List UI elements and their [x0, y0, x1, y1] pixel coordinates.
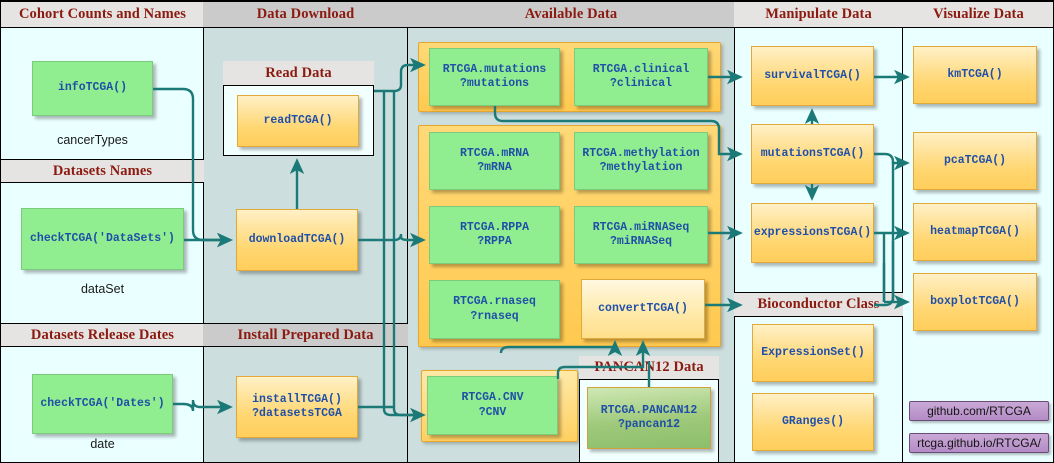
column-divider-1 — [203, 1, 204, 462]
node-checkTCGA-dates[interactable]: checkTCGA('Dates') — [32, 374, 173, 434]
node-label-secondary: ?clinical — [609, 77, 673, 90]
node-label: RTCGA.methylation — [582, 146, 700, 160]
node-label: readTCGA() — [263, 113, 333, 127]
column-header-cohort: Cohort Counts and Names — [1, 1, 204, 28]
subheader-datasets-release-dates: Datasets Release Dates — [1, 323, 204, 347]
column-header-download: Data Download — [203, 1, 408, 28]
column-header-visualize: Visualize Data — [902, 1, 1053, 28]
node-label-secondary: ?mRNA — [477, 161, 512, 174]
node-rtcga-PANCAN12[interactable]: RTCGA.PANCAN12 ?pancan12 — [587, 387, 711, 449]
node-readTCGA[interactable]: readTCGA() — [237, 95, 359, 147]
column-divider-4 — [902, 1, 903, 462]
node-label: RTCGA.miRNASeq — [592, 220, 690, 234]
subheader-pancan12-data: PANCAN12 Data — [579, 356, 719, 380]
node-label: RTCGA.PANCAN12 — [600, 403, 698, 417]
node-expressionsTCGA[interactable]: expressionsTCGA() — [751, 203, 874, 263]
node-rtcga-methylation[interactable]: RTCGA.methylation ?methylation — [574, 132, 708, 190]
column-divider-3 — [734, 1, 735, 462]
node-rtcga-rnaseq[interactable]: RTCGA.rnaseq ?rnaseq — [429, 280, 560, 339]
node-label-secondary: ?miRNASeq — [609, 235, 673, 248]
node-label: heatmapTCGA() — [930, 224, 1020, 238]
node-mutationsTCGA[interactable]: mutationsTCGA() — [751, 124, 874, 184]
node-label: RTCGA.mutations — [442, 62, 547, 76]
node-label-secondary: ?datasetsTCGA — [252, 407, 342, 420]
node-label: checkTCGA('DataSets') — [30, 231, 175, 245]
subheader-bioconductor-class: Bioconductor Class — [734, 292, 903, 317]
caption-dataSet: dataSet — [80, 282, 125, 296]
subheader-datasets-names: Datasets Names — [1, 159, 204, 183]
node-label: mutationsTCGA() — [760, 146, 865, 160]
node-label-secondary: ?CNV — [478, 405, 507, 419]
caption-date: date — [90, 437, 115, 451]
node-rtcga-miRNASeq[interactable]: RTCGA.miRNASeq ?miRNASeq — [574, 206, 708, 264]
node-boxplotTCGA[interactable]: boxplotTCGA() — [913, 273, 1037, 331]
column-divider-2 — [407, 1, 408, 462]
node-installTCGA[interactable]: installTCGA() ?datasetsTCGA — [236, 376, 358, 438]
node-label: installTCGA() — [252, 392, 342, 406]
node-checkTCGA-datasets[interactable]: checkTCGA('DataSets') — [21, 208, 184, 270]
node-label: RTCGA.mRNA — [459, 146, 529, 160]
node-ExpressionSet[interactable]: ExpressionSet() — [752, 324, 874, 382]
node-label: RTCGA.CNV — [461, 391, 524, 405]
node-label: downloadTCGA() — [248, 232, 346, 246]
node-GRanges[interactable]: GRanges() — [752, 393, 874, 451]
node-label: pcaTCGA() — [943, 153, 1007, 167]
node-label-secondary: ?rnaseq — [470, 309, 519, 323]
node-label: RTCGA.RPPA — [459, 220, 529, 234]
node-label: infoTCGA() — [57, 81, 127, 95]
node-pcaTCGA[interactable]: pcaTCGA() — [913, 132, 1037, 190]
node-label: boxplotTCGA() — [930, 294, 1020, 308]
node-label: survivalTCGA() — [764, 68, 861, 82]
link-rtcga-pages[interactable]: rtcga.github.io/RTCGA/ — [909, 433, 1049, 453]
node-rtcga-RPPA[interactable]: RTCGA.RPPA ?RPPA — [429, 206, 560, 264]
node-label-secondary: ?mutations — [459, 77, 529, 90]
node-rtcga-clinical[interactable]: RTCGA.clinical ?clinical — [574, 48, 708, 106]
node-rtcga-mutations[interactable]: RTCGA.mutations ?mutations — [429, 48, 560, 106]
subheader-install-prepared-data: Install Prepared Data — [203, 323, 408, 347]
node-survivalTCGA[interactable]: survivalTCGA() — [751, 46, 874, 106]
node-label: expressionsTCGA() — [753, 225, 872, 239]
node-rtcga-CNV[interactable]: RTCGA.CNV ?CNV — [427, 376, 558, 435]
node-rtcga-mRNA[interactable]: RTCGA.mRNA ?mRNA — [429, 132, 560, 190]
node-label: RTCGA.rnaseq — [453, 295, 536, 309]
subheader-read-data: Read Data — [223, 61, 374, 86]
node-label-secondary: ?pancan12 — [617, 418, 681, 431]
node-label-secondary: ?RPPA — [477, 235, 512, 248]
node-label: RTCGA.clinical — [592, 62, 690, 76]
node-kmTCGA[interactable]: kmTCGA() — [913, 46, 1037, 104]
node-downloadTCGA[interactable]: downloadTCGA() — [236, 209, 358, 271]
node-label: kmTCGA() — [947, 67, 1003, 81]
caption-cancerTypes: cancerTypes — [57, 133, 128, 147]
node-label: convertTCGA() — [598, 301, 688, 315]
column-header-manipulate: Manipulate Data — [734, 1, 903, 28]
node-heatmapTCGA[interactable]: heatmapTCGA() — [913, 203, 1037, 261]
node-convertTCGA[interactable]: convertTCGA() — [581, 279, 705, 339]
link-github-rtcga[interactable]: github.com/RTCGA — [909, 401, 1049, 421]
node-label-secondary: ?methylation — [599, 161, 683, 174]
node-infoTCGA[interactable]: infoTCGA() — [32, 61, 153, 116]
column-header-available: Available Data — [407, 1, 735, 28]
node-label: ExpressionSet() — [761, 345, 865, 359]
node-label: GRanges() — [781, 414, 845, 428]
node-label: checkTCGA('Dates') — [40, 396, 165, 410]
